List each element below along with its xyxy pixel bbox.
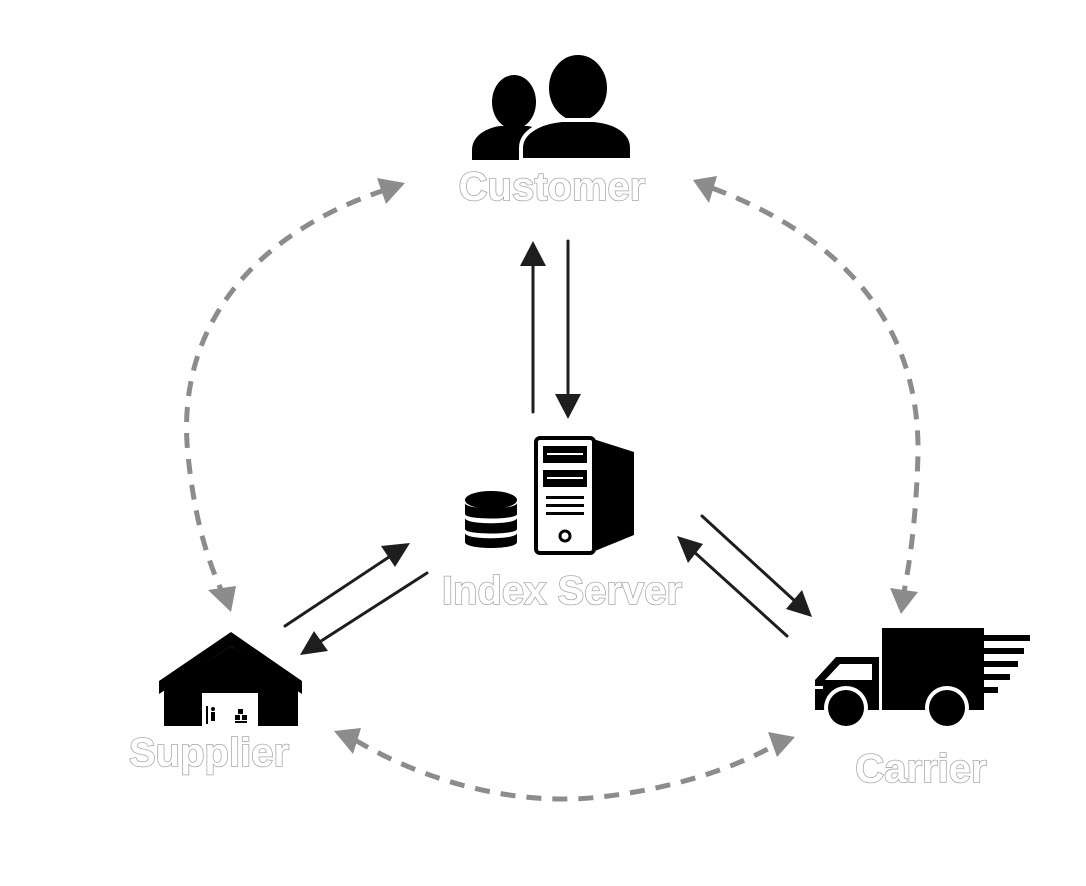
dashed-arrow-customer-supplier: [184, 178, 405, 612]
dashed-arrow-supplier-carrier: [334, 728, 795, 802]
supplier-label: Supplier: [129, 731, 289, 775]
arrowhead-to-carrier: [890, 588, 918, 614]
delivery-truck-icon: [815, 628, 1030, 730]
arrowhead-to-carrier: [786, 590, 812, 617]
arrowhead-to-supplier: [208, 586, 236, 612]
carrier-node: Carrier: [815, 628, 1030, 792]
users-icon: [472, 51, 634, 162]
arrowhead-down: [555, 394, 581, 419]
index-server-label: Index Server: [442, 569, 682, 613]
warehouse-icon: [159, 632, 302, 726]
solid-arrows-supplier-index-server: [283, 543, 429, 655]
arrowhead-to-supplier: [300, 631, 328, 655]
customer-label: Customer: [459, 165, 646, 209]
arrowhead-to-supplier: [334, 728, 361, 754]
index-server-node: Index Server: [441, 436, 683, 614]
supplier-node: Supplier: [128, 632, 302, 776]
database-icon: [465, 491, 517, 548]
arrowhead-to-index-server: [381, 543, 410, 567]
solid-arrows-carrier-index-server: [677, 514, 812, 638]
arrowhead-up: [520, 241, 546, 266]
arrowhead-to-customer: [377, 178, 405, 204]
arrowhead-to-carrier: [768, 732, 795, 757]
carrier-label: Carrier: [855, 747, 986, 791]
server-tower-icon: [534, 436, 634, 555]
customer-node: Customer: [458, 51, 646, 210]
arrowhead-to-customer: [693, 176, 717, 203]
arrowhead-to-index-server: [677, 536, 703, 563]
solid-arrows-customer-index-server: [520, 239, 581, 419]
dashed-arrow-customer-carrier: [693, 176, 921, 614]
